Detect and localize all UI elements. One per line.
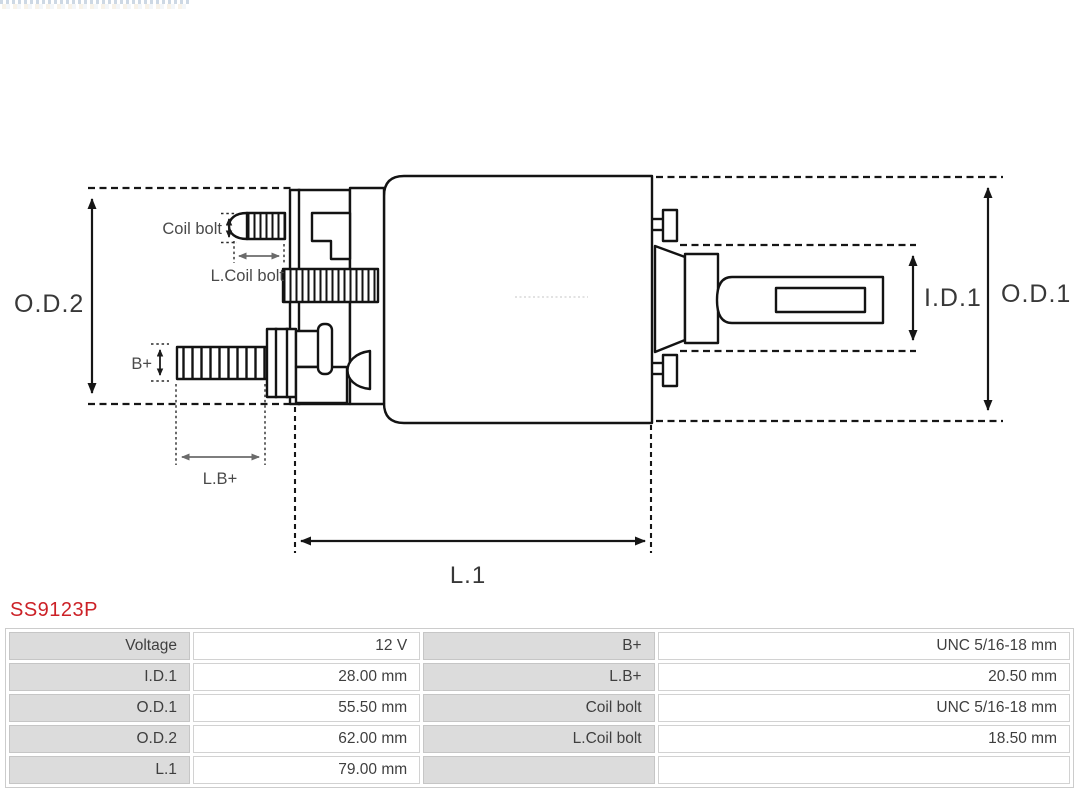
spec-label-cell: Coil bolt — [423, 694, 655, 722]
spec-label-cell: L.B+ — [423, 663, 655, 691]
spec-value-cell: 18.50 mm — [657, 725, 1070, 753]
table-row: L.1 79.00 mm — [9, 756, 1070, 784]
spec-label-cell: I.D.1 — [9, 663, 190, 691]
dimension-lines-group — [87, 175, 1003, 553]
spec-label-cell — [423, 756, 655, 784]
spec-value-cell: 55.50 mm — [192, 694, 421, 722]
solenoid-main-body — [382, 174, 654, 425]
id1-label: I.D.1 — [924, 284, 982, 312]
coil-bolt-thread — [245, 211, 287, 241]
spec-value-cell: 20.50 mm — [657, 663, 1070, 691]
coil-terminal-thread — [281, 267, 380, 304]
faded-logo-mark-row2 — [2, 4, 187, 9]
plunger-cone — [653, 244, 687, 354]
b-plus-washer — [316, 322, 334, 376]
od2-label: O.D.2 — [14, 290, 84, 318]
stud-dimensions-group — [151, 212, 285, 465]
cap-step-block — [310, 211, 352, 261]
coil-bolt-label: Coil bolt — [162, 220, 222, 238]
l-coil-bolt-label: L.Coil bolt — [211, 267, 285, 285]
spec-label-cell: O.D.1 — [9, 694, 190, 722]
table-row: O.D.1 55.50 mm Coil bolt UNC 5/16-18 mm — [9, 694, 1070, 722]
od1-label: O.D.1 — [1001, 280, 1071, 308]
spec-label-cell: L.Coil bolt — [423, 725, 655, 753]
part-number: SS9123P — [10, 599, 99, 621]
table-row: Voltage 12 V B+ UNC 5/16-18 mm — [9, 632, 1070, 660]
l1-label: L.1 — [450, 562, 486, 589]
spec-value-cell: UNC 5/16-18 mm — [657, 694, 1070, 722]
spec-value-cell — [657, 756, 1070, 784]
spec-value-cell: 28.00 mm — [192, 663, 421, 691]
faded-logo-mark — [0, 0, 192, 4]
solenoid-technical-drawing: O.D.2 O.D.1 I.D.1 L.1 Coil bolt L.Coil b… — [14, 174, 1071, 589]
spec-value-cell: 62.00 mm — [192, 725, 421, 753]
plunger-slot — [774, 286, 867, 314]
b-plus-thread — [175, 345, 269, 381]
table-row: I.D.1 28.00 mm L.B+ 20.50 mm — [9, 663, 1070, 691]
solenoid-body-group — [175, 174, 885, 425]
spec-label-cell: B+ — [423, 632, 655, 660]
spec-value-cell: UNC 5/16-18 mm — [657, 632, 1070, 660]
dimension-labels-group: O.D.2 O.D.1 I.D.1 L.1 Coil bolt L.Coil b… — [14, 220, 1071, 589]
spec-value-cell: 12 V — [192, 632, 421, 660]
spec-label-cell: O.D.2 — [9, 725, 190, 753]
b-plus-label: B+ — [131, 355, 152, 373]
spec-label-cell: Voltage — [9, 632, 190, 660]
table-row: O.D.2 62.00 mm L.Coil bolt 18.50 mm — [9, 725, 1070, 753]
plunger-collar — [683, 252, 720, 345]
b-plus-hex-nut — [265, 327, 298, 399]
spec-label-cell: L.1 — [9, 756, 190, 784]
spec-table: Voltage 12 V B+ UNC 5/16-18 mm I.D.1 28.… — [5, 628, 1074, 788]
terminal-tab-bottom — [661, 353, 679, 388]
coil-bolt-tip — [227, 211, 249, 241]
boot-curve — [346, 349, 372, 391]
l-b-plus-label: L.B+ — [203, 470, 237, 488]
terminal-tab-top — [661, 208, 679, 243]
spec-value-cell: 79.00 mm — [192, 756, 421, 784]
